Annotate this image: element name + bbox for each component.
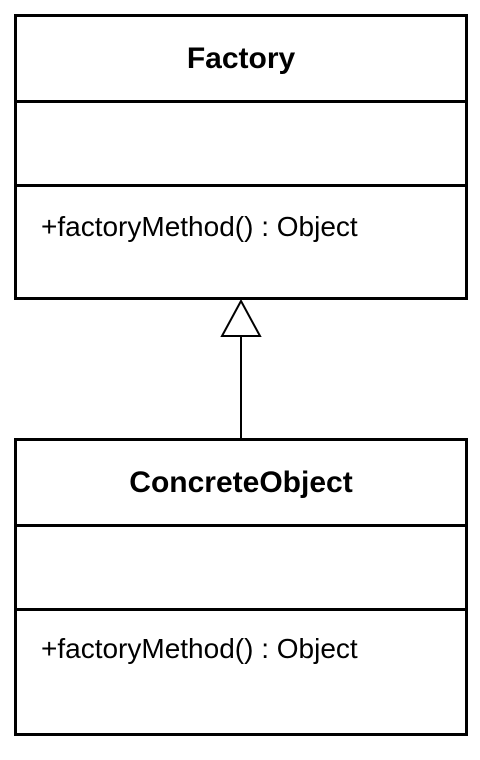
factory-class-box: Factory +factoryMethod() : Object <box>14 14 468 300</box>
attributes-compartment <box>17 103 465 187</box>
class-name: Factory <box>17 17 465 103</box>
class-name: ConcreteObject <box>17 441 465 527</box>
inheritance-arrowhead <box>220 298 262 337</box>
operations-compartment: +factoryMethod() : Object <box>17 611 465 665</box>
operation: +factoryMethod() : Object <box>41 633 358 664</box>
operations-compartment: +factoryMethod() : Object <box>17 187 465 243</box>
operation: +factoryMethod() : Object <box>41 211 358 242</box>
concrete-object-class-box: ConcreteObject +factoryMethod() : Object <box>14 438 468 736</box>
attributes-compartment <box>17 527 465 611</box>
